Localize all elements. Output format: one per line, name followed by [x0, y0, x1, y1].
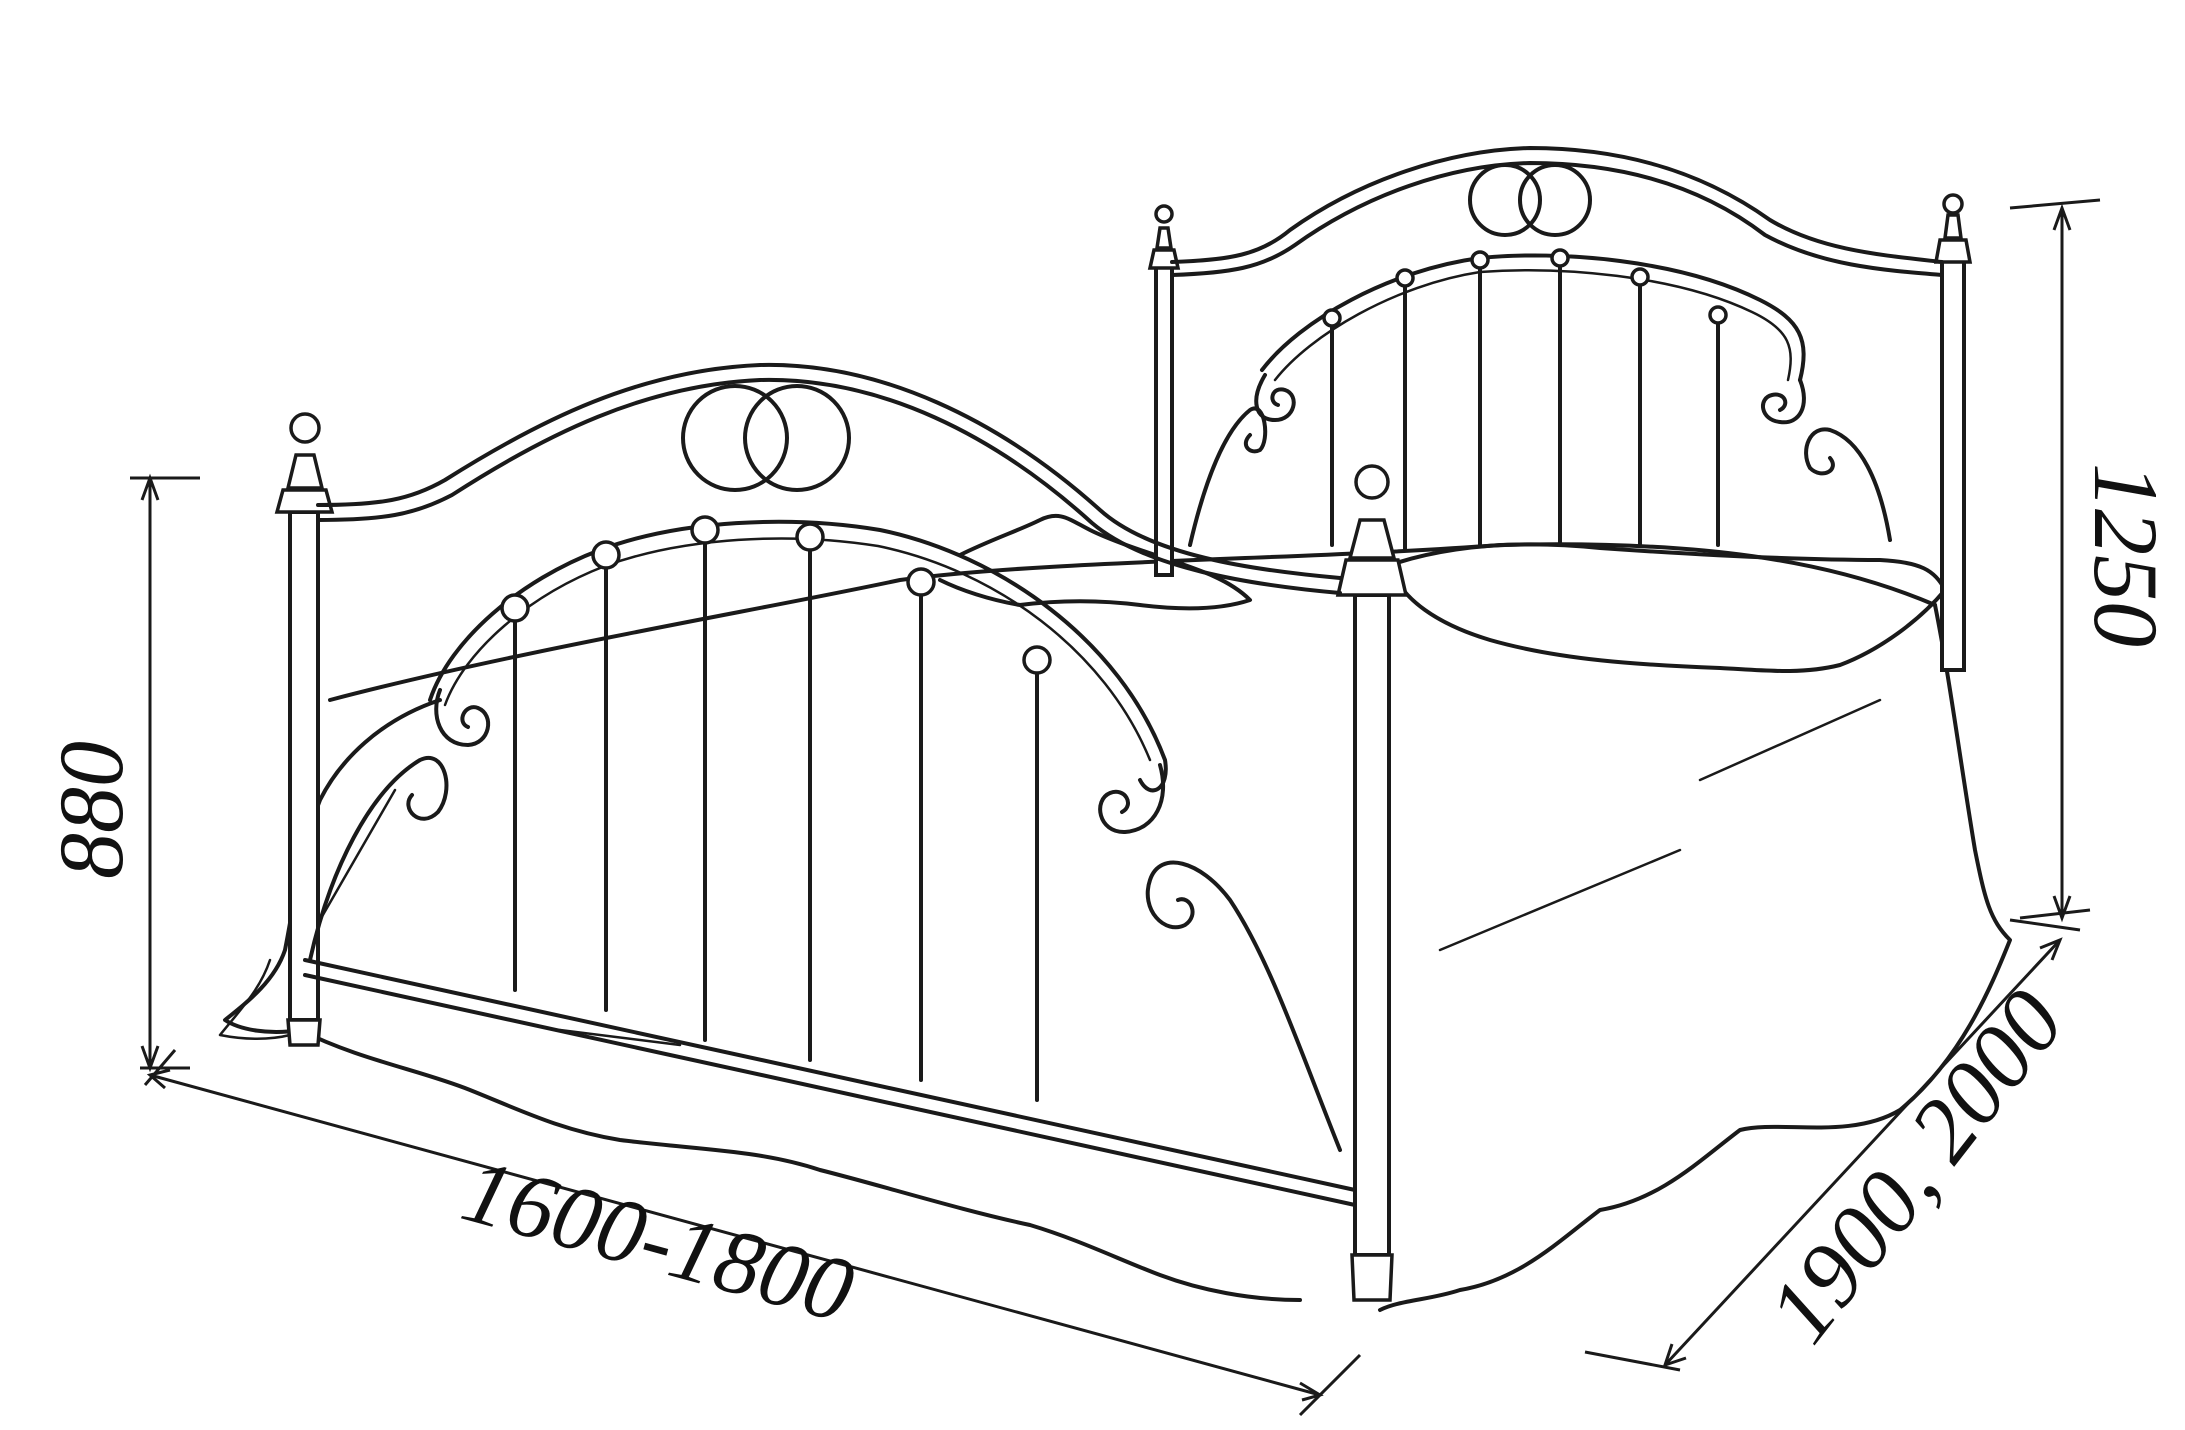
headboard-inner-arch-2 — [1273, 269, 1792, 382]
footboard-right-finial — [1335, 558, 1409, 597]
mattress-top-edge — [328, 542, 1937, 702]
headboard-scroll-right — [1761, 378, 1806, 425]
footboard-spindle-ball — [1022, 645, 1052, 675]
footboard-left-knob — [289, 412, 321, 444]
headboard-right-knob — [1942, 193, 1964, 215]
headboard-top-rail-inner — [1170, 161, 1944, 277]
dim-headboard-height-label: 1250 — [2075, 463, 2177, 647]
dim-length-tick-bottom — [1584, 1350, 1681, 1372]
dim-footboard-height-arrow-top — [140, 473, 160, 501]
headboard-scroll-right-lower — [1804, 427, 1892, 542]
dim-headboard-height-tick-bottom — [2019, 908, 2091, 920]
dim-footboard-height-label: 880 — [40, 741, 142, 879]
blanket-front-drape — [298, 1028, 1302, 1302]
footboard-bottom-rail-inner — [303, 973, 1357, 1207]
footboard-left-base — [286, 1018, 322, 1047]
cover-fold-2 — [1698, 698, 1882, 782]
footboard-spindle-ball — [500, 593, 530, 623]
footboard-side-rail — [318, 788, 397, 922]
headboard-top-rail — [1170, 146, 1944, 264]
headboard-spindle-ball — [1708, 305, 1728, 325]
footboard-ring-right — [743, 384, 851, 492]
headboard-spindle-ball — [1395, 268, 1415, 288]
headboard-right-cap — [1943, 213, 1963, 240]
headboard-spindle-ball — [1550, 248, 1570, 268]
footboard-inner-arch — [428, 519, 1168, 793]
footboard-left-post — [288, 510, 320, 1022]
dim-length-label: 1900, 2000 — [1748, 971, 2083, 1360]
pillow — [1388, 542, 1947, 673]
dim-headboard-height-arrow-top — [2052, 203, 2072, 231]
headboard-inner-arch — [1260, 253, 1806, 382]
dim-headboard-height-tick-top — [2009, 198, 2101, 210]
dim-width-line — [149, 1073, 1321, 1397]
dim-width-label: 1600-1800 — [452, 1138, 863, 1342]
footboard-top-rail-inner — [316, 377, 1342, 595]
dim-footboard-height-arrow-bottom — [140, 1045, 160, 1073]
headboard — [1147, 146, 1973, 672]
dim-length-arrow-bottom — [1662, 1343, 1687, 1368]
cover-fold-1 — [1438, 848, 1682, 952]
dim-width-arrow-right — [1299, 1381, 1324, 1402]
footboard-right-cap — [1347, 518, 1397, 560]
headboard-ring-left — [1468, 163, 1542, 237]
headboard-spindle-ball — [1322, 308, 1342, 328]
dim-length-line — [1663, 938, 2062, 1367]
headboard-ring-right — [1518, 163, 1592, 237]
footboard-spindle-ball — [795, 522, 825, 552]
headboard-scroll-left — [1254, 373, 1296, 422]
blanket-right-drape — [1378, 603, 2012, 1312]
footboard-scroll-left-upper — [434, 688, 491, 747]
cover-fold-3 — [558, 1028, 682, 1047]
footboard-left-cap — [285, 453, 325, 490]
headboard-left-knob — [1154, 204, 1174, 224]
headboard-right-post — [1940, 258, 1966, 672]
footboard-spindle-ball — [906, 567, 936, 597]
crumpled-sheet — [938, 513, 1252, 611]
headboard-left-post — [1154, 263, 1174, 577]
footboard-bottom-rail — [303, 958, 1357, 1192]
footboard-right-knob — [1354, 464, 1390, 500]
footboard-scroll-right-lower — [1145, 860, 1342, 1152]
footboard — [274, 362, 1409, 1302]
footboard-scroll-left-lower — [308, 755, 449, 962]
dim-length-arrow-top — [2039, 937, 2063, 961]
headboard-left-finial — [1147, 248, 1181, 270]
dim-width-tick-left — [143, 1049, 177, 1086]
footboard-ring-left — [681, 384, 789, 492]
footboard-spindle-ball — [591, 540, 621, 570]
headboard-spindle-ball — [1470, 250, 1490, 270]
footboard-top-rail — [316, 362, 1342, 580]
blanket-fold-left — [218, 958, 292, 1040]
dim-width-arrow-left — [146, 1068, 171, 1090]
dimensions: 880 1250 1600-1800 1900, 2000 — [40, 198, 2177, 1417]
footboard-right-post — [1353, 593, 1391, 1257]
headboard-right-finial — [1933, 238, 1973, 264]
footboard-right-base — [1350, 1253, 1394, 1302]
dim-length-tick-top — [2009, 918, 2081, 932]
headboard-spindle-ball — [1630, 267, 1650, 287]
headboard-left-cap — [1154, 226, 1174, 250]
footboard-left-finial — [274, 488, 335, 514]
mattress-and-blanket — [218, 513, 2012, 1312]
footboard-spindle-ball — [690, 515, 720, 545]
headboard-scroll-left-lower — [1188, 406, 1268, 547]
footboard-scroll-right-upper — [1098, 763, 1166, 835]
dim-width-tick-right — [1298, 1353, 1362, 1417]
dim-headboard-height-arrow-bottom — [2052, 895, 2072, 923]
